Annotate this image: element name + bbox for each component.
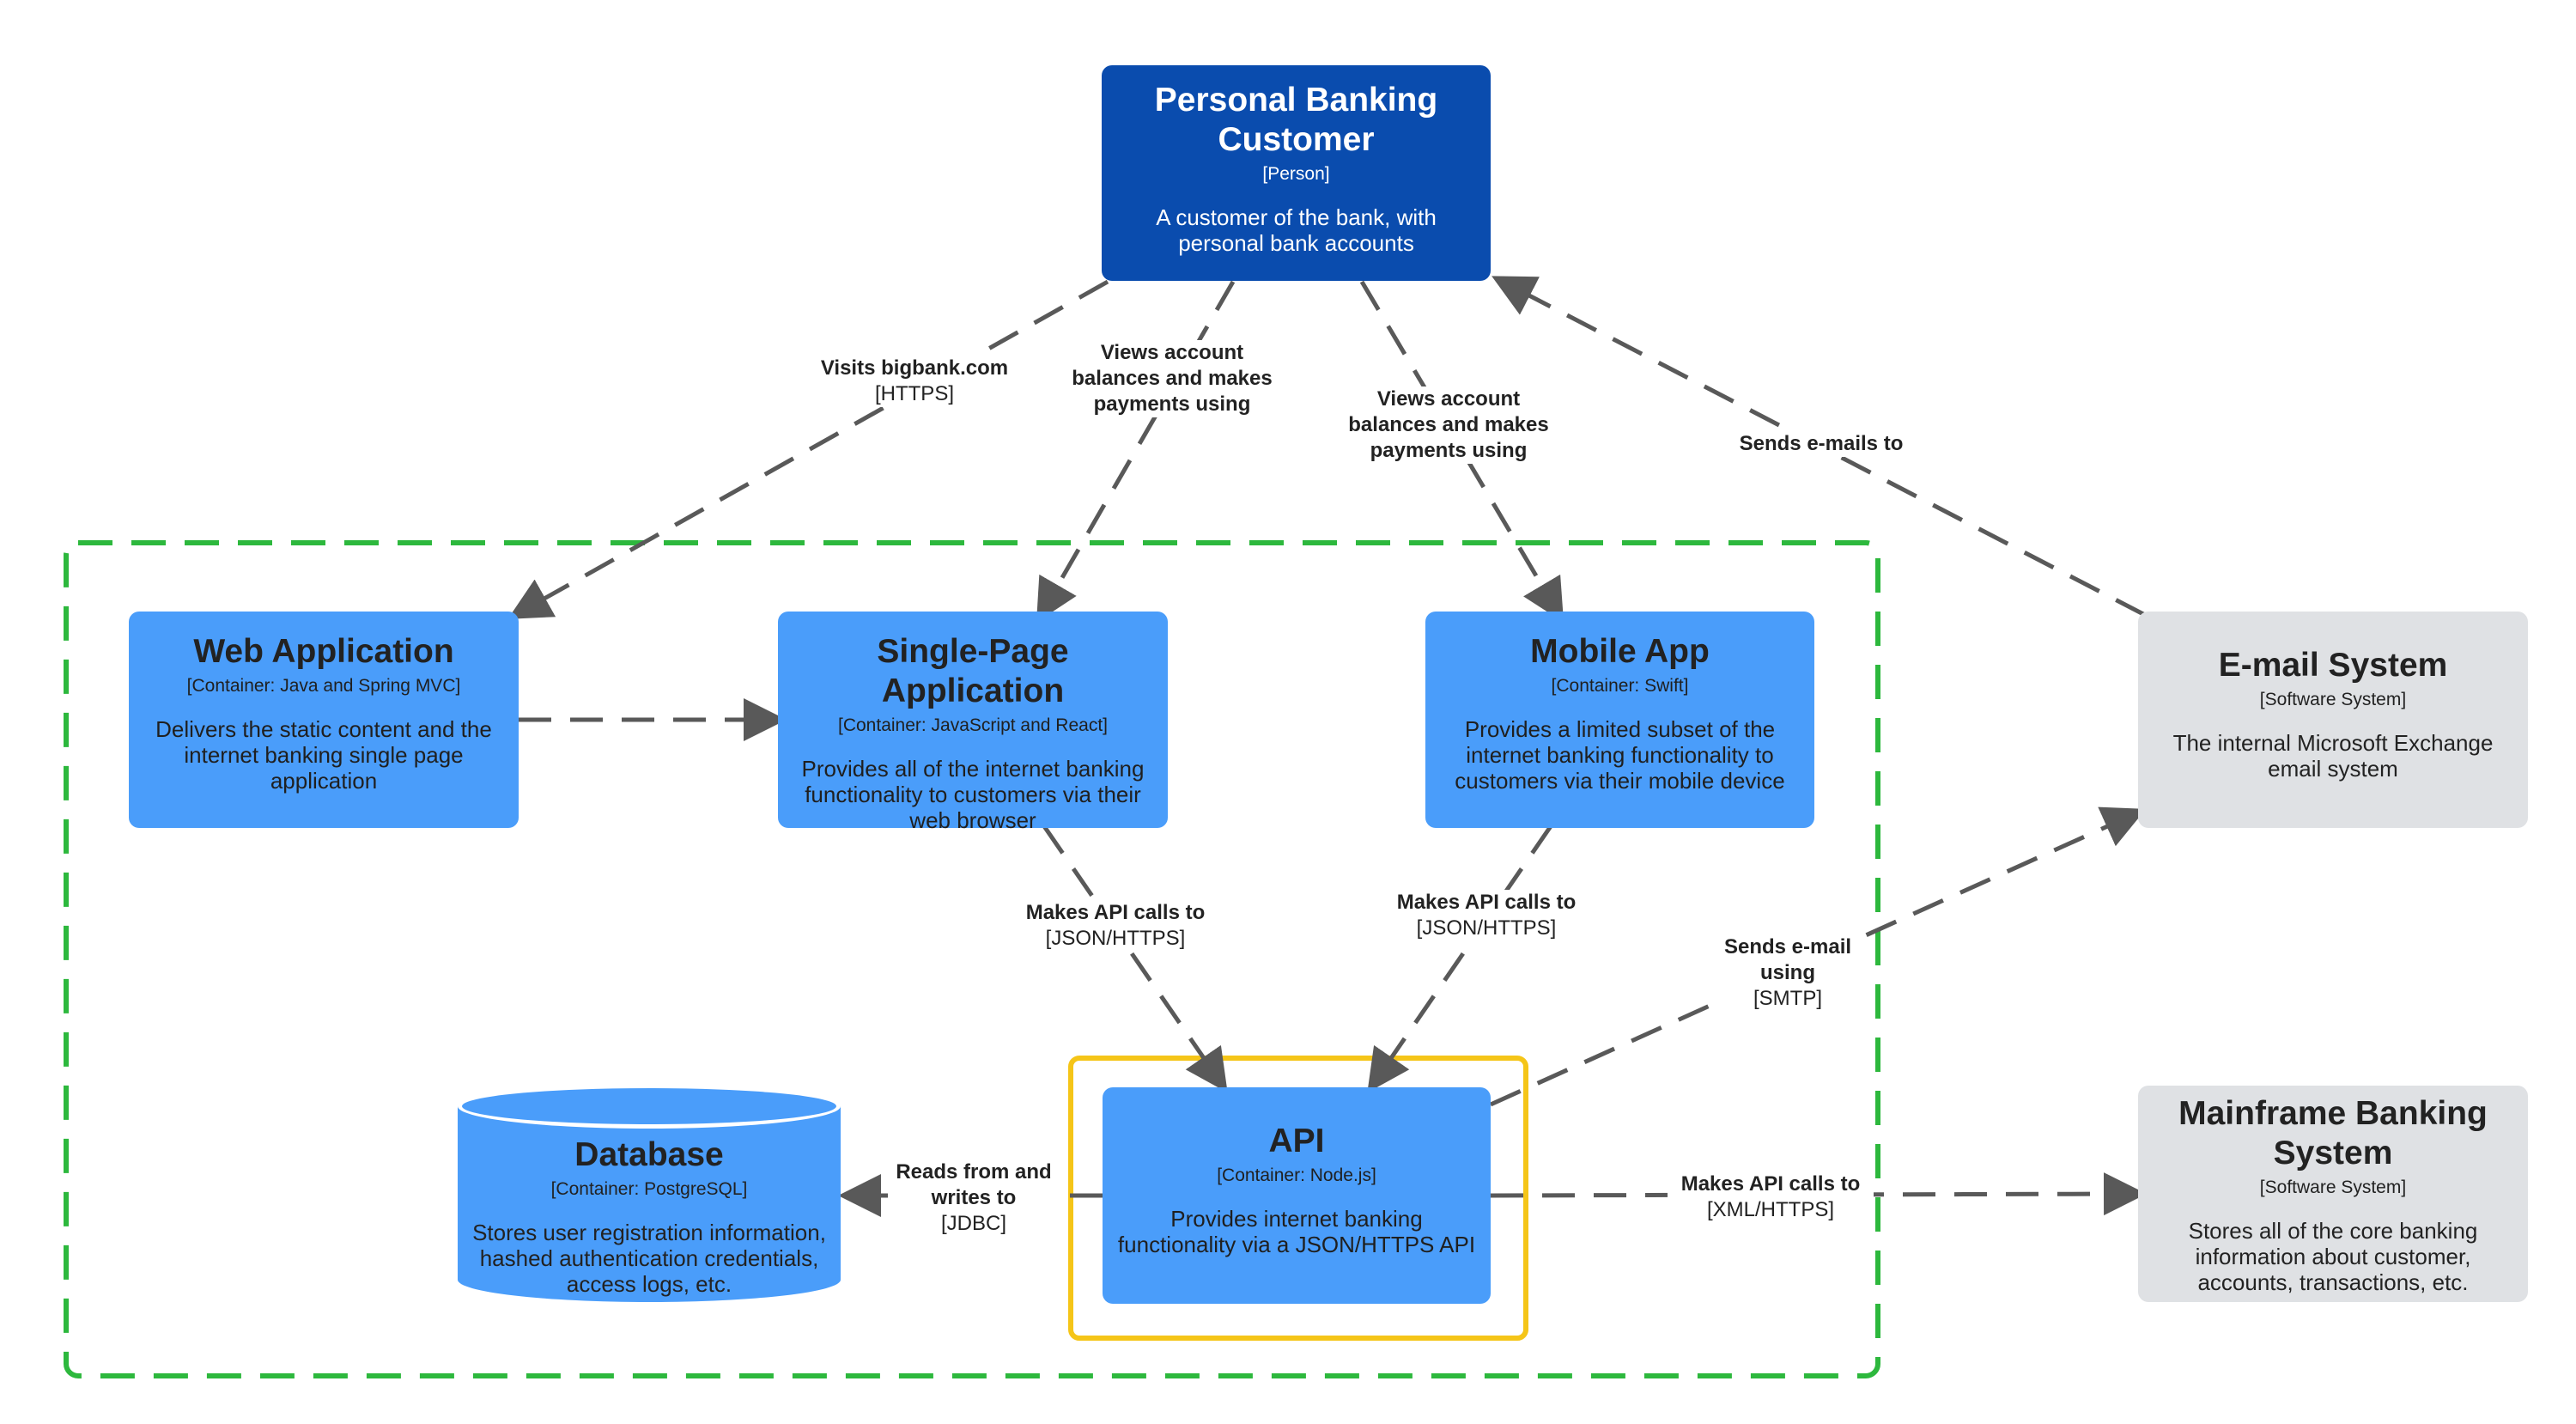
database-bottom	[458, 1257, 841, 1302]
customer-node[interactable]: Personal Banking Customer [Person] A cus…	[1102, 65, 1491, 281]
label-spa-api-tech: [JSON/HTTPS]	[1045, 927, 1186, 950]
edge-spa-api	[1042, 825, 1228, 1093]
label-visits-tech: [HTTPS]	[874, 382, 954, 405]
database-top	[458, 1084, 841, 1129]
label-api-mainframe: Makes API calls to [XML/HTTPS]	[1668, 1171, 1874, 1223]
label-api-email: Sends e-mail using [SMTP]	[1717, 934, 1858, 1012]
label-visits: Visits bigbank.com [HTTPS]	[807, 356, 1022, 407]
database-desc: Stores user registration information, ha…	[472, 1220, 826, 1297]
spa-node[interactable]: Single-Page Application [Container: Java…	[778, 612, 1168, 833]
label-views-mobile-text: Views account balances and makes payment…	[1348, 387, 1549, 462]
label-api-email-tech: [SMTP]	[1753, 987, 1822, 1010]
spa-type: [Container: JavaScript and React]	[838, 715, 1108, 735]
mobile-title: Mobile App	[1530, 633, 1710, 670]
edge-visits	[507, 279, 1109, 619]
web-app-title: Web Application	[193, 633, 454, 670]
label-sends-emails: Sends e-mails to	[1722, 431, 1920, 457]
label-sends-emails-text: Sends e-mails to	[1739, 432, 1904, 455]
label-mobile-api: Makes API calls to [JSON/HTTPS]	[1386, 890, 1587, 941]
customer-desc: A customer of the bank, with personal ba…	[1156, 204, 1437, 256]
edge-api-email	[1489, 806, 2147, 1107]
label-views-mobile: Views account balances and makes payment…	[1333, 386, 1564, 464]
label-api-db: Reads from and writes to [JDBC]	[888, 1159, 1060, 1237]
label-mobile-api-tech: [JSON/HTTPS]	[1416, 916, 1557, 940]
label-views-spa-text: Views account balances and makes payment…	[1072, 341, 1273, 416]
mainframe-title: Mainframe Banking System	[2178, 1095, 2488, 1171]
spa-title: Single-Page Application	[877, 633, 1069, 709]
label-api-email-text: Sends e-mail using	[1723, 935, 1852, 984]
database-node[interactable]: Database [Container: PostgreSQL] Stores …	[458, 1084, 841, 1302]
label-api-mainframe-tech: [XML/HTTPS]	[1706, 1198, 1835, 1221]
customer-type: [Person]	[1262, 164, 1330, 184]
label-api-mainframe-text: Makes API calls to	[1680, 1172, 1861, 1196]
mobile-node[interactable]: Mobile App [Container: Swift] Provides a…	[1425, 612, 1814, 828]
email-type: [Software System]	[2259, 690, 2407, 709]
mobile-desc: Provides a limited subset of the interne…	[1455, 716, 1785, 794]
customer-title: Personal Banking Customer	[1154, 82, 1438, 158]
label-api-db-text: Reads from and writes to	[896, 1160, 1052, 1209]
web-app-desc: Delivers the static content and the inte…	[155, 716, 492, 794]
api-type: [Container: Node.js]	[1217, 1165, 1376, 1185]
web-app-type: [Container: Java and Spring MVC]	[186, 676, 461, 696]
email-desc: The internal Microsoft Exchange email sy…	[2172, 730, 2494, 782]
api-node[interactable]: API [Container: Node.js] Provides intern…	[1103, 1087, 1491, 1304]
spa-desc: Provides all of the internet banking fun…	[801, 756, 1145, 833]
system-boundary	[64, 540, 1880, 1378]
email-node[interactable]: E-mail System [Software System] The inte…	[2138, 612, 2528, 828]
edge-views-spa	[1036, 280, 1236, 623]
mainframe-desc: Stores all of the core banking informati…	[2188, 1218, 2478, 1295]
email-title: E-mail System	[2218, 647, 2448, 684]
edge-views-mobile	[1359, 280, 1564, 623]
web-app-node[interactable]: Web Application [Container: Java and Spr…	[129, 612, 519, 828]
mainframe-node[interactable]: Mainframe Banking System [Software Syste…	[2138, 1086, 2528, 1302]
edge-mobile-api	[1367, 825, 1553, 1093]
database-type: [Container: PostgreSQL]	[550, 1179, 748, 1199]
label-spa-api: Makes API calls to [JSON/HTTPS]	[1015, 900, 1216, 952]
mobile-type: [Container: Swift]	[1551, 676, 1689, 696]
label-spa-api-text: Makes API calls to	[1025, 901, 1206, 924]
label-api-db-tech: [JDBC]	[940, 1212, 1006, 1235]
database-body	[458, 1106, 841, 1280]
api-desc: Provides internet banking functionality …	[1117, 1206, 1476, 1257]
database-title: Database	[574, 1136, 724, 1173]
api-highlight-frame	[1068, 1056, 1528, 1341]
label-mobile-api-text: Makes API calls to	[1396, 891, 1577, 914]
mainframe-type: [Software System]	[2259, 1178, 2407, 1197]
api-title: API	[1268, 1123, 1325, 1159]
label-views-spa: Views account balances and makes payment…	[1056, 340, 1288, 417]
label-visits-text: Visits bigbank.com	[820, 356, 1009, 380]
database-text: Database [Container: PostgreSQL] Stores …	[458, 1135, 841, 1297]
